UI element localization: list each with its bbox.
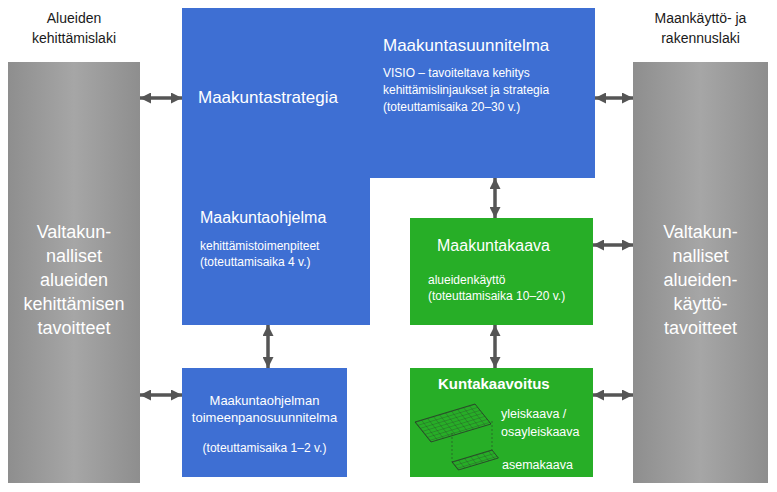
box-heading: Maakuntastrategia bbox=[198, 88, 366, 108]
strategy-box: Maakuntastrategia bbox=[182, 8, 370, 180]
plan-level-label: asemakaava bbox=[502, 457, 590, 473]
double-arrow bbox=[593, 393, 633, 397]
programme-box: Maakuntaohjelma kehittämistoimenpiteet (t… bbox=[182, 180, 370, 325]
municipal-planning-box: Kuntakaavoitus yleiskaava / osayleiskaava… bbox=[410, 368, 593, 477]
box-body: alueidenkäyttö (toteuttamisaika 10–20 v.… bbox=[428, 272, 591, 304]
box-body: (toteuttamisaika 1–2 v.) bbox=[184, 440, 345, 456]
general-plan-grid bbox=[415, 404, 491, 442]
double-arrow bbox=[266, 325, 270, 368]
law-goals-bar: Maankäyttö- ja rakennuslakiValtakun- nal… bbox=[633, 62, 768, 483]
box-body: kehittämistoimenpiteet (toteuttamisaika … bbox=[200, 238, 360, 270]
plan-box: MaakuntasuunnitelmaVISIO – tavoiteltava … bbox=[370, 8, 595, 178]
box-heading: Maakuntaohjelma bbox=[200, 208, 366, 228]
projection-lines bbox=[452, 421, 492, 462]
implementation-box: Maakuntaohjelman toimeenpanosuunnitelma (… bbox=[182, 368, 347, 477]
goals-text: Valtakun- nalliset alueiden- käyttö- tav… bbox=[645, 220, 756, 340]
double-arrow bbox=[493, 325, 497, 368]
box-heading: Maakuntaohjelman toimeenpanosuunnitelma bbox=[184, 392, 345, 426]
detailed-plan-grid bbox=[452, 450, 498, 470]
plan-level-label: yleiskaava / osayleiskaava bbox=[501, 405, 591, 441]
box-heading: Kuntakaavoitus bbox=[438, 374, 588, 393]
double-arrow bbox=[493, 178, 497, 218]
box-heading: Maakuntakaava bbox=[437, 236, 587, 256]
box-heading: Maakuntasuunnitelma bbox=[383, 36, 591, 56]
law-goals-bar: Alueiden kehittämislakiValtakun- nallise… bbox=[8, 62, 140, 483]
regional-plan-box: Maakuntakaava alueidenkäyttö (toteuttamis… bbox=[410, 218, 593, 325]
law-heading: Maankäyttö- ja rakennuslaki bbox=[633, 8, 768, 48]
goals-text: Valtakun- nalliset alueiden kehittämisen… bbox=[19, 220, 129, 340]
double-arrow bbox=[595, 96, 633, 100]
double-arrow bbox=[593, 243, 633, 247]
law-heading: Alueiden kehittämislaki bbox=[8, 8, 140, 48]
double-arrow bbox=[140, 393, 182, 397]
box-body: VISIO – tavoiteltava kehitys kehittämisl… bbox=[383, 65, 591, 116]
double-arrow bbox=[140, 96, 182, 100]
